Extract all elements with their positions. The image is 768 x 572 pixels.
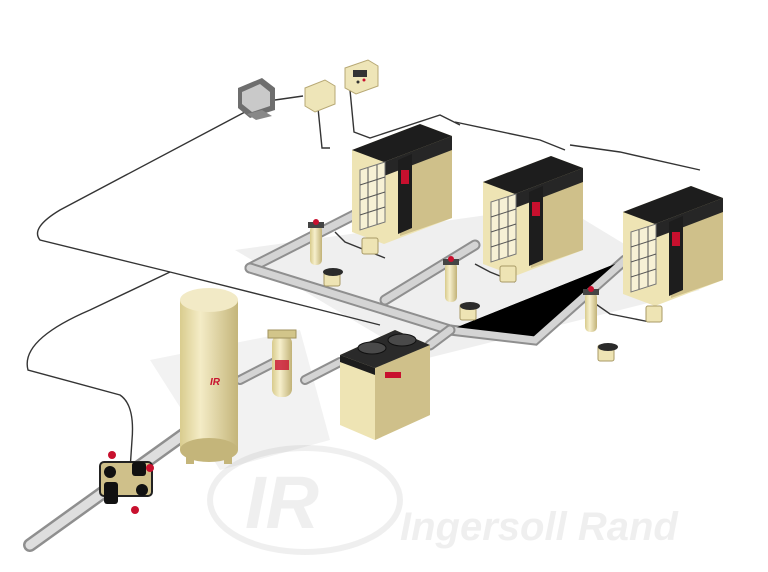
watermark-monogram: IR bbox=[245, 461, 319, 544]
display-panel bbox=[344, 59, 379, 95]
main-filter bbox=[267, 329, 297, 397]
watermark-brand: Ingersoll Rand bbox=[400, 505, 679, 549]
compressor-2 bbox=[483, 156, 583, 276]
controller-box bbox=[304, 79, 336, 113]
brand-watermark: IR Ingersoll Rand bbox=[207, 445, 679, 555]
inline-filter-1 bbox=[308, 219, 324, 265]
compressor-3 bbox=[623, 186, 723, 306]
drain-traps bbox=[323, 237, 663, 362]
air-dryer bbox=[340, 330, 430, 440]
inline-filter-2 bbox=[443, 256, 459, 302]
monitor bbox=[238, 78, 275, 120]
valve-manifold bbox=[99, 451, 154, 514]
compressor-1 bbox=[352, 124, 452, 244]
inline-filter-3 bbox=[583, 286, 599, 332]
air-receiver-tank: IR bbox=[180, 288, 238, 464]
tank-logo: IR bbox=[210, 377, 221, 388]
